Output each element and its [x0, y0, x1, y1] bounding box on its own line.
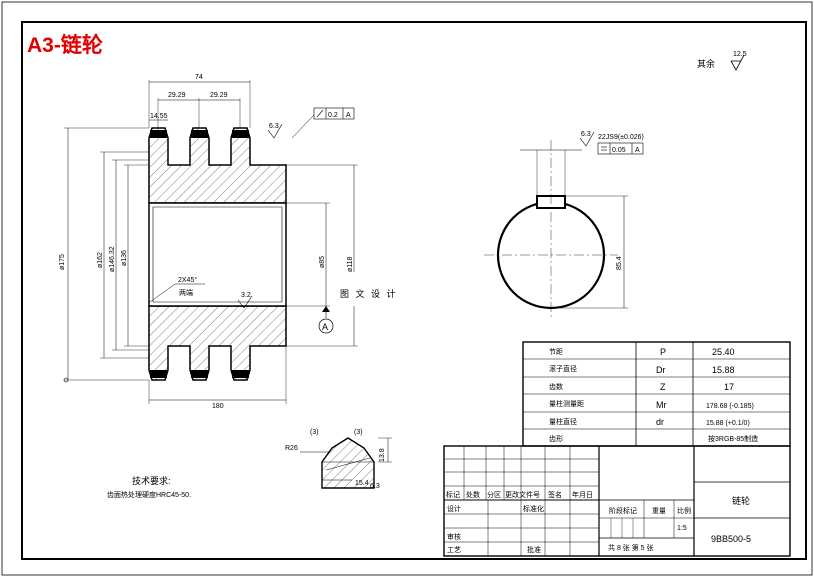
param-value: 15.88 (+0.1/0): [706, 420, 750, 427]
roughness-symbol-icon: 6.3: [267, 123, 283, 139]
param-symbol: P: [660, 347, 666, 357]
rev-header: 分区: [487, 490, 501, 499]
dia-136-label: ø136: [121, 250, 128, 266]
param-label: 滚子直径: [549, 364, 577, 373]
pitch-2-label: 29.29: [210, 92, 228, 99]
tooth-width-label: 14.55: [150, 113, 168, 120]
weight-label: 重量: [652, 507, 666, 515]
parallel-ref: A: [635, 147, 640, 154]
rev-header: 处数: [466, 490, 480, 499]
tooth-width-dim: 15.4: [355, 480, 369, 487]
length-180-label: 180: [212, 403, 224, 410]
param-symbol: dr: [656, 417, 664, 427]
param-value: 15.88: [712, 365, 735, 375]
param-label: 齿数: [549, 382, 563, 391]
datum-a-marker: A: [318, 306, 334, 334]
scale-label: 比例: [677, 506, 691, 515]
surface-finish-value: 12.5: [733, 51, 747, 58]
param-symbol: Z: [660, 382, 666, 392]
param-label: 量柱直径: [549, 417, 577, 426]
upper-hatch: [148, 127, 287, 204]
tooth-profile-detail: 13.8 15.4 R26 (3) (3) 6.3: [285, 429, 392, 490]
parallel-value: 0.05: [612, 147, 626, 154]
drawing-number: 9BB500-5: [711, 534, 751, 544]
outer-dia-label: ø175: [59, 254, 66, 270]
roughness-symbol-icon: 6.3: [579, 131, 595, 147]
param-label: 节距: [549, 348, 563, 356]
param-symbol: Dr: [656, 365, 666, 375]
watermark: 图 文 设 计: [340, 288, 398, 299]
datum-label: A: [322, 322, 328, 332]
stage-mark-label: 阶段标记: [609, 506, 637, 515]
tooth-roughness-label: 6.3: [370, 483, 380, 490]
tooth-radius-label: R26: [285, 445, 298, 452]
rev-header: 签名: [548, 490, 562, 499]
dia-146-label: ø146.32: [109, 246, 116, 272]
inner-frame: [21, 21, 807, 560]
process-label: 工艺: [447, 546, 461, 554]
surface-finish-note: 其余: [697, 58, 715, 69]
hub-end-view: 85.4 6.3 22JS9(±0.026) 0.05 A: [484, 131, 644, 320]
bore: [148, 202, 287, 307]
part-name: 链轮: [732, 495, 750, 506]
runout-tolerance-frame: 0.2 A: [291, 107, 355, 139]
roughness-2-label: 3.2: [241, 292, 251, 299]
rev-header: 标记: [446, 490, 460, 499]
sheets-label: 共 8 张 第 5 张: [608, 543, 654, 552]
parameter-table: 节距 P 25.40 滚子直径 Dr 15.88 齿数 Z 17 量柱测量距 M…: [522, 341, 791, 447]
param-label: 齿形: [549, 435, 563, 443]
dia-162-label: ø162: [97, 252, 104, 268]
title-tag: A3-链轮: [27, 33, 103, 57]
scale-value: 1:5: [677, 525, 687, 532]
chamfer-note: 两端: [179, 288, 193, 297]
runout-ref: A: [346, 112, 351, 119]
param-symbol: Mr: [656, 400, 667, 410]
param-value: 25.40: [712, 347, 735, 357]
tooth-height-label: 13.8: [379, 448, 386, 462]
hub-dia-label: ø118: [347, 256, 354, 272]
pitch-1-label: 29.29: [168, 92, 186, 99]
parallel-tolerance-frame: 0.05 A: [597, 142, 644, 155]
keyway-depth-label: 85.4: [616, 256, 623, 270]
rev-header: 更改文件号: [505, 490, 540, 499]
sprocket-section-view: ø175 ø162 ø146.32 ø136 74 29.29 29.29 14…: [59, 74, 358, 410]
tooth-angle-left: (3): [310, 429, 319, 436]
runout-value: 0.2: [328, 112, 338, 119]
review-label: 审核: [447, 532, 461, 541]
roughness-symbol-icon: 3.2: [237, 292, 253, 309]
roughness-1-label: 6.3: [269, 123, 279, 130]
tooth-angle-right: (3): [354, 429, 363, 436]
overall-width-label: 74: [195, 74, 203, 81]
param-value: 17: [724, 382, 734, 392]
lower-hatch: [148, 305, 287, 381]
roughness-symbol-icon: 12.5: [730, 51, 747, 71]
watermark-box: [334, 272, 480, 306]
tech-requirements-text: 齿面热处理硬度HRC45-50.: [107, 490, 191, 499]
param-value: 178.68 (-0.185): [706, 403, 754, 410]
chamfer-label: 2X45°: [178, 276, 197, 284]
param-label: 量柱测量距: [549, 399, 584, 408]
design-label: 设计: [447, 504, 461, 513]
keyway-roughness-label: 6.3: [581, 131, 591, 138]
rev-header: 年月日: [572, 490, 593, 499]
bore-dia-label: ø85: [319, 256, 326, 268]
tech-requirements-title: 技术要求:: [132, 475, 171, 486]
approve-label: 批准: [527, 545, 541, 554]
param-value: 按3RGB-85制造: [708, 434, 758, 443]
title-block: 标记 处数 分区 更改文件号 签名 年月日 设计 标准化 审核 工艺 批准 阶段…: [443, 445, 791, 557]
standardize-label: 标准化: [523, 504, 544, 513]
keyway-label: 22JS9(±0.026): [598, 134, 644, 141]
